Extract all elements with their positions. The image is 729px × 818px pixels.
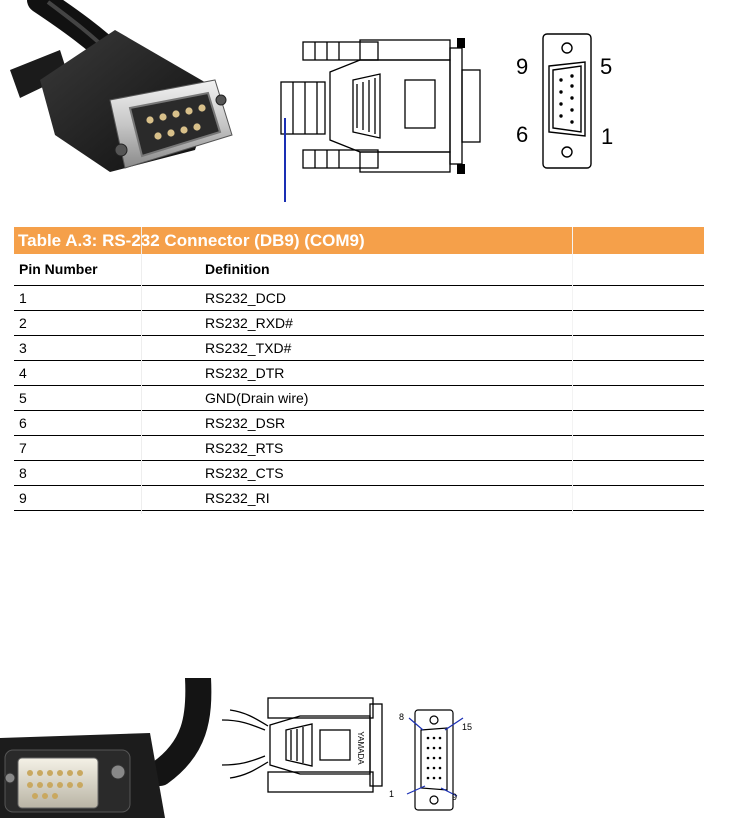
pin-number-cell: 3 bbox=[19, 336, 27, 360]
table-row: 9 RS232_RI bbox=[14, 486, 704, 511]
definition-cell: RS232_DSR bbox=[205, 411, 285, 435]
db9-pin-label: 9 bbox=[516, 56, 528, 78]
definition-cell: RS232_DTR bbox=[205, 361, 284, 385]
db15-pin-label: 9 bbox=[452, 793, 457, 802]
table-row: 7 RS232_RTS bbox=[14, 436, 704, 461]
column-divider bbox=[141, 227, 142, 514]
table-row: 4 RS232_DTR bbox=[14, 361, 704, 386]
pin-number-cell: 5 bbox=[19, 386, 27, 410]
column-header-definition: Definition bbox=[205, 254, 270, 285]
table-row: 5 GND(Drain wire) bbox=[14, 386, 704, 411]
definition-cell: RS232_TXD# bbox=[205, 336, 291, 360]
db15-pin-label: 8 bbox=[399, 713, 404, 722]
table-title: Table A.3: RS-232 Connector (DB9) (COM9) bbox=[14, 227, 704, 254]
definition-cell: RS232_RTS bbox=[205, 436, 283, 460]
table-body: 1 RS232_DCD 2 RS232_RXD# 3 RS232_TXD# 4 … bbox=[14, 286, 704, 511]
db9-pin-label: 5 bbox=[600, 56, 612, 78]
table-row: 6 RS232_DSR bbox=[14, 411, 704, 436]
db15-connector-side-drawing: YAMADA bbox=[220, 690, 385, 800]
db9-front-pinout bbox=[505, 28, 630, 176]
table-row: 2 RS232_RXD# bbox=[14, 311, 704, 336]
table-header-row: Pin Number Definition bbox=[14, 254, 704, 286]
cable-brand-text: YAMADA bbox=[356, 731, 365, 765]
pin-number-cell: 9 bbox=[19, 486, 27, 510]
db9-cable-photo bbox=[0, 0, 250, 205]
db9-connector-side-drawing bbox=[275, 30, 490, 205]
column-divider bbox=[572, 227, 573, 514]
pin-number-cell: 7 bbox=[19, 436, 27, 460]
db15-cable-photo bbox=[0, 678, 215, 818]
pin-number-cell: 4 bbox=[19, 361, 27, 385]
pin-number-cell: 8 bbox=[19, 461, 27, 485]
definition-cell: RS232_RXD# bbox=[205, 311, 293, 335]
pin-number-cell: 6 bbox=[19, 411, 27, 435]
definition-cell: RS232_DCD bbox=[205, 286, 286, 310]
db9-pin-label: 6 bbox=[516, 124, 528, 146]
db15-pin-label: 15 bbox=[462, 723, 472, 732]
column-header-pin-number: Pin Number bbox=[19, 254, 98, 285]
definition-cell: RS232_CTS bbox=[205, 461, 284, 485]
db15-pin-label: 1 bbox=[389, 790, 394, 799]
table-row: 8 RS232_CTS bbox=[14, 461, 704, 486]
db9-pin-label: 1 bbox=[601, 126, 613, 148]
definition-cell: RS232_RI bbox=[205, 486, 270, 510]
table-row: 1 RS232_DCD bbox=[14, 286, 704, 311]
table-row: 3 RS232_TXD# bbox=[14, 336, 704, 361]
definition-cell: GND(Drain wire) bbox=[205, 386, 308, 410]
pin-number-cell: 2 bbox=[19, 311, 27, 335]
pin-number-cell: 1 bbox=[19, 286, 27, 310]
